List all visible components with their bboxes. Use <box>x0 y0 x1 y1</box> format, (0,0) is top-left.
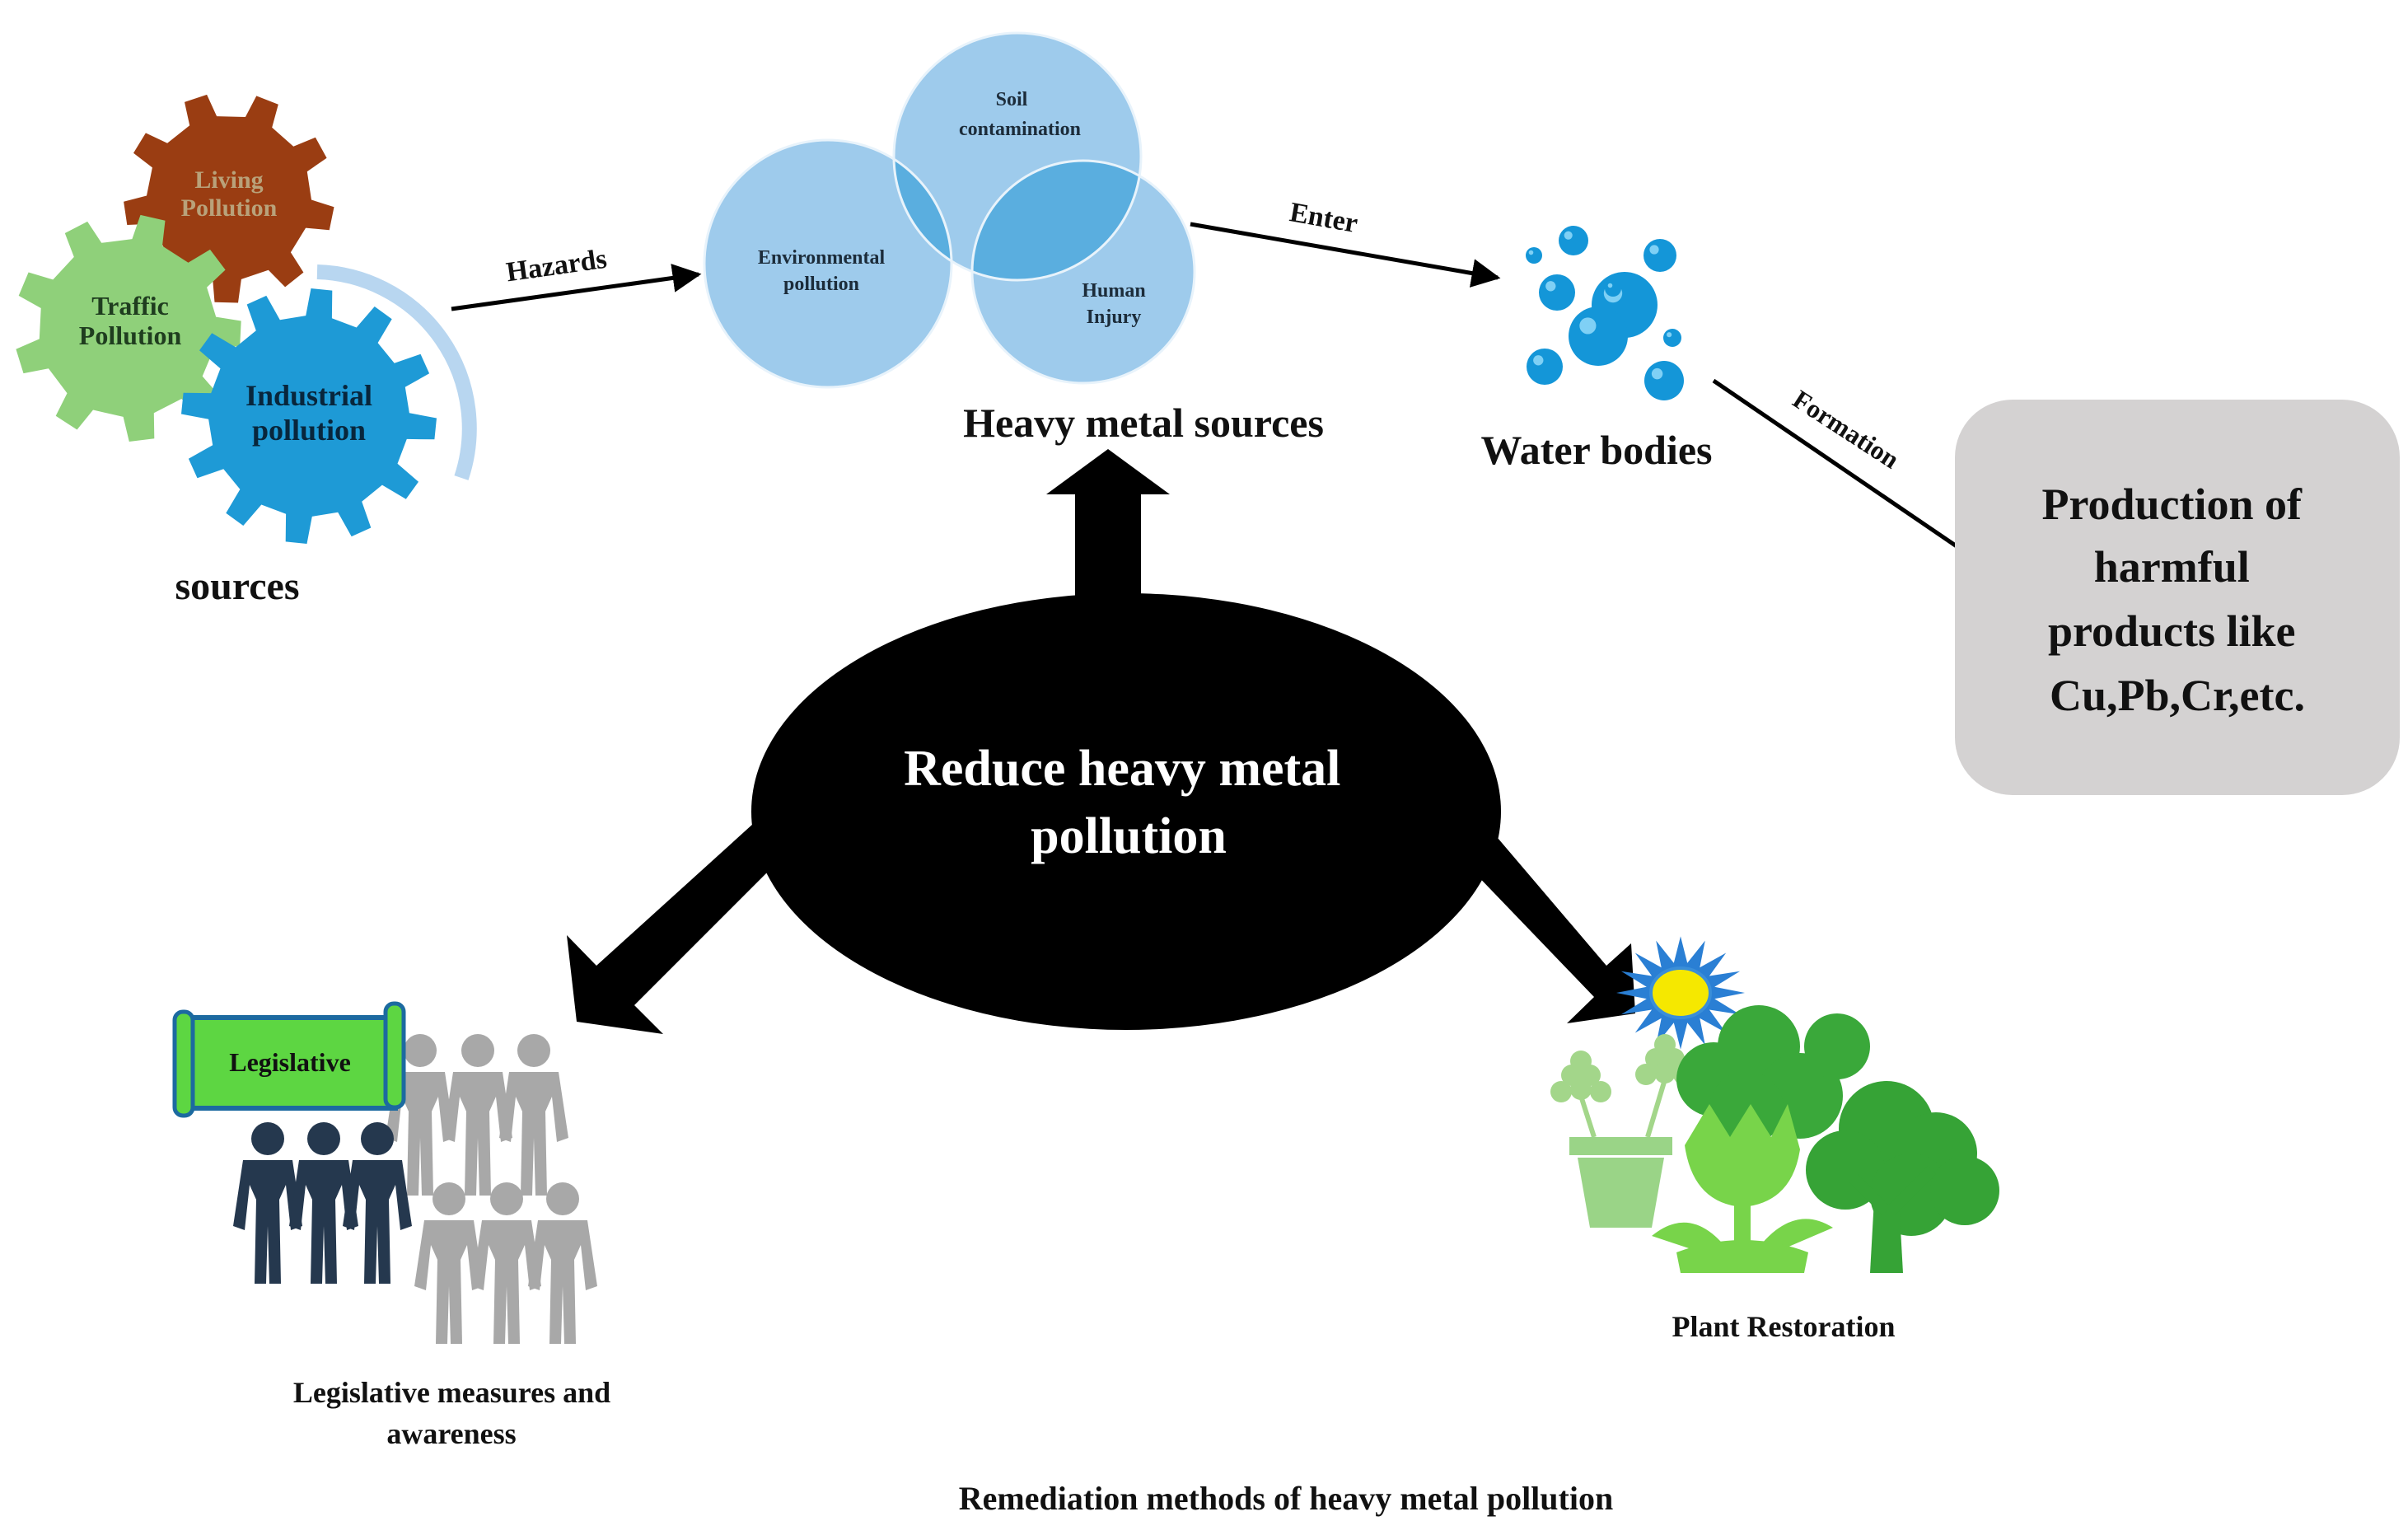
water-bubble <box>1526 247 1542 264</box>
env-circle-outline <box>703 138 953 389</box>
water-bubble-highlight <box>1528 250 1534 255</box>
water-bubble-highlight <box>1667 332 1672 338</box>
person-icon <box>499 1034 568 1196</box>
water-bubble-highlight <box>1579 317 1597 335</box>
reduce-pollution-text: Reduce heavy metal pollution <box>904 741 1354 864</box>
water-bubble <box>1559 226 1588 255</box>
environmental-pollution-circle <box>704 140 952 387</box>
sources-label: sources <box>175 564 299 608</box>
water-bubble <box>1644 239 1676 272</box>
harmful-products-text: Production of harmful products like Cu,P… <box>2041 480 2312 720</box>
water-bubble-highlight <box>1545 281 1556 292</box>
down-left-arrow <box>567 816 793 1034</box>
tree-icon <box>1676 1005 1870 1145</box>
water-bubble-highlight <box>1607 283 1613 288</box>
plant-restoration-group: Plant Restoration <box>1550 936 1999 1343</box>
water-bodies-group: Water bodies <box>1480 226 1713 473</box>
hazards-arrow: Hazards <box>451 244 702 311</box>
legislative-banner-label: Legislative <box>229 1047 351 1077</box>
person-icon <box>289 1122 358 1284</box>
water-bubble-highlight <box>1649 245 1659 255</box>
harmful-products-box: Production of harmful products like Cu,P… <box>1955 400 2400 795</box>
water-bubble <box>1569 307 1628 366</box>
legislative-measures-label: Legislative measures and awareness <box>293 1376 618 1450</box>
industrial-pollution-gear-icon <box>181 288 437 544</box>
person-icon <box>443 1034 512 1196</box>
up-arrow <box>1046 449 1170 597</box>
formation-label: Formation <box>1788 384 1905 475</box>
water-bubble <box>1539 274 1575 311</box>
water-bubble <box>1527 349 1563 385</box>
flower-pot-icon <box>1569 1137 1672 1228</box>
legislative-banner-icon <box>172 1001 406 1118</box>
formation-connector: Formation <box>1712 378 1961 550</box>
water-bubble-highlight <box>1533 355 1544 366</box>
heavy-metal-sources-label: Heavy metal sources <box>963 400 1324 446</box>
sun-core-icon <box>1649 966 1712 1019</box>
living-pollution-gear-icon <box>124 94 334 303</box>
person-icon <box>414 1182 484 1344</box>
traffic-pollution-gear-icon <box>16 214 241 442</box>
flower-icon <box>1550 1034 1695 1138</box>
water-bubble-highlight <box>1651 367 1663 380</box>
water-bubbles-icon <box>1526 226 1684 400</box>
center-group: Reduce heavy metal pollution <box>567 449 1635 1034</box>
diagram-caption: Remediation methods of heavy metal pollu… <box>959 1480 1613 1517</box>
person-icon <box>472 1182 541 1344</box>
down-right-arrow <box>1450 816 1635 1023</box>
water-bodies-label: Water bodies <box>1480 427 1712 473</box>
person-icon <box>233 1122 302 1284</box>
water-bubble-highlight <box>1564 231 1573 240</box>
enter-label: Enter <box>1288 197 1360 239</box>
people-group-icon <box>233 1034 597 1344</box>
person-icon <box>528 1182 597 1344</box>
person-icon <box>386 1034 455 1196</box>
reduce-pollution-ellipse <box>751 593 1501 1030</box>
large-tree-icon <box>1806 1081 1999 1273</box>
enter-arrow: Enter <box>1190 197 1501 288</box>
hazards-label: Hazards <box>504 244 609 288</box>
sun-icon <box>1616 936 1745 1050</box>
soil-circle-outline <box>892 31 1143 282</box>
industrial-arc-icon <box>316 264 477 480</box>
plant-restoration-label: Plant Restoration <box>1672 1310 1896 1343</box>
water-bubble <box>1663 329 1681 347</box>
water-bubble <box>1605 280 1621 297</box>
person-icon <box>343 1122 412 1284</box>
water-bubble <box>1644 361 1684 400</box>
legislative-group: Legislative Legislative measures and awa… <box>172 1001 618 1450</box>
human-circle-outline <box>970 159 1196 385</box>
tulip-plant-icon <box>1652 1104 1833 1273</box>
